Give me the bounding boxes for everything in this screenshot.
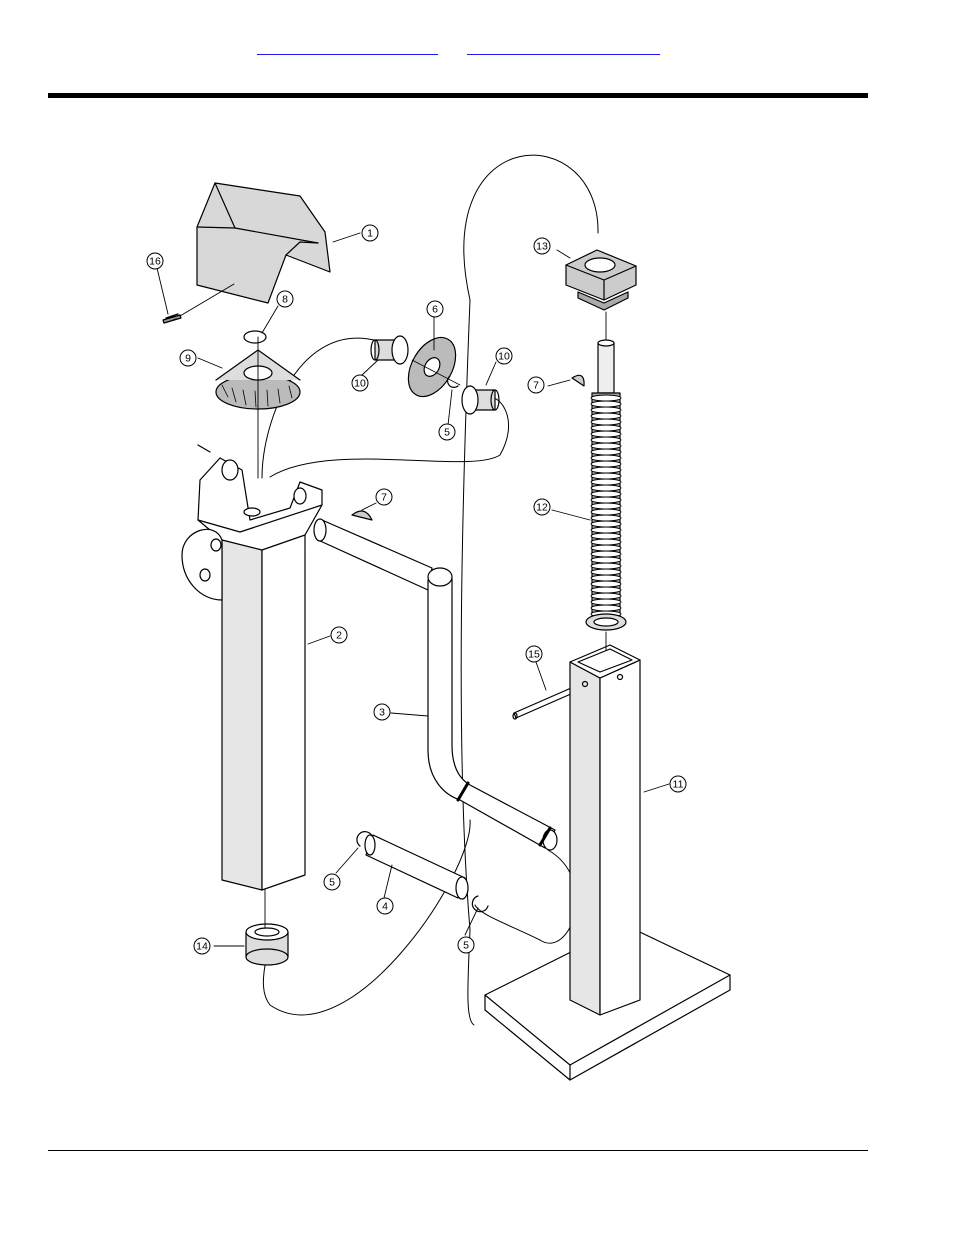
crank-shaft-3 [314, 519, 557, 850]
callout-label: 2 [336, 630, 342, 642]
callout-4: 4 [377, 898, 393, 914]
thread-ring [591, 479, 621, 485]
thread-ring [591, 575, 621, 581]
thread-ring [591, 497, 621, 503]
thread-ring [591, 461, 621, 467]
thread-ring [591, 563, 621, 569]
lead-screw-12 [586, 340, 626, 630]
callout-16: 16 [147, 253, 163, 269]
callout-label: 9 [185, 353, 191, 365]
callout-6: 6 [427, 301, 443, 317]
thread-ring [591, 509, 621, 515]
thread-ring [591, 425, 621, 431]
callout-5c: 5 [458, 937, 474, 953]
screw-part [163, 314, 181, 323]
thread-ring [591, 419, 621, 425]
callout-label: 13 [536, 241, 548, 253]
thread-ring [591, 581, 621, 587]
thread-ring [591, 395, 621, 401]
callout-2: 2 [331, 627, 347, 643]
callout-10a: 10 [352, 375, 368, 391]
thread-ring [591, 431, 621, 437]
callout-label: 10 [498, 351, 510, 363]
nut-13 [566, 250, 636, 310]
callout-10b: 10 [496, 348, 512, 364]
callout-label: 15 [528, 649, 540, 661]
callout-label: 11 [673, 779, 684, 791]
callout-label: 1 [367, 228, 373, 240]
thread-ring [591, 503, 621, 509]
thread-ring [591, 473, 621, 479]
key-7a [572, 375, 584, 386]
snap-ring-5c [472, 896, 488, 912]
thread-ring [591, 413, 621, 419]
callout-9: 9 [180, 350, 196, 366]
callout-label: 5 [444, 427, 450, 439]
thread-ring [591, 485, 621, 491]
thread-ring [591, 521, 621, 527]
bearing-14 [246, 924, 288, 965]
thread-ring [591, 557, 621, 563]
thread-ring [591, 593, 621, 599]
thread-ring [591, 545, 621, 551]
thread-ring [591, 599, 621, 605]
cover-part [197, 183, 330, 303]
thread-ring [591, 533, 621, 539]
callout-7b: 7 [376, 489, 392, 505]
callout-1: 1 [362, 225, 378, 241]
snap-ring-8 [244, 331, 266, 343]
thread-ring [591, 449, 621, 455]
thread-ring [591, 437, 621, 443]
thread-ring [591, 569, 621, 575]
callout-label: 8 [282, 294, 288, 306]
footer-rule [48, 1150, 868, 1151]
callout-5a: 5 [439, 424, 455, 440]
thread-ring [591, 455, 621, 461]
thread-ring [591, 587, 621, 593]
pin-4 [365, 835, 468, 899]
bevel-gear-6 [399, 329, 466, 404]
thread-ring [591, 515, 621, 521]
callout-13: 13 [534, 238, 550, 254]
callout-14: 14 [194, 938, 210, 954]
callout-label: 12 [536, 502, 548, 514]
callout-label: 6 [432, 304, 438, 316]
bushing-10a [371, 336, 408, 364]
callout-label: 7 [533, 380, 539, 392]
thread-ring [591, 551, 621, 557]
callout-label: 4 [382, 901, 388, 913]
callout-5b: 5 [324, 874, 340, 890]
callout-label: 5 [463, 940, 469, 952]
snap-ring-5a [448, 376, 458, 387]
callout-8: 8 [277, 291, 293, 307]
callout-label: 5 [329, 877, 335, 889]
thread-ring [591, 407, 621, 413]
outer-tube-2 [182, 445, 322, 890]
callout-7a: 7 [528, 377, 544, 393]
thread-ring [591, 539, 621, 545]
thread-ring [591, 443, 621, 449]
callout-label: 7 [381, 492, 387, 504]
thread-ring [591, 401, 621, 407]
thread-ring [591, 491, 621, 497]
callout-label: 16 [149, 256, 161, 268]
callout-label: 10 [354, 378, 366, 390]
callout-15: 15 [526, 646, 542, 662]
callout-label: 14 [196, 941, 208, 953]
thread-ring [591, 467, 621, 473]
callout-3: 3 [374, 704, 390, 720]
callout-12: 12 [534, 499, 550, 515]
bushing-10b [462, 386, 499, 414]
key-7b [352, 511, 372, 520]
thread-ring [591, 527, 621, 533]
callout-11: 11 [670, 776, 686, 792]
thread-ring [591, 605, 621, 611]
callout-label: 3 [379, 707, 385, 719]
